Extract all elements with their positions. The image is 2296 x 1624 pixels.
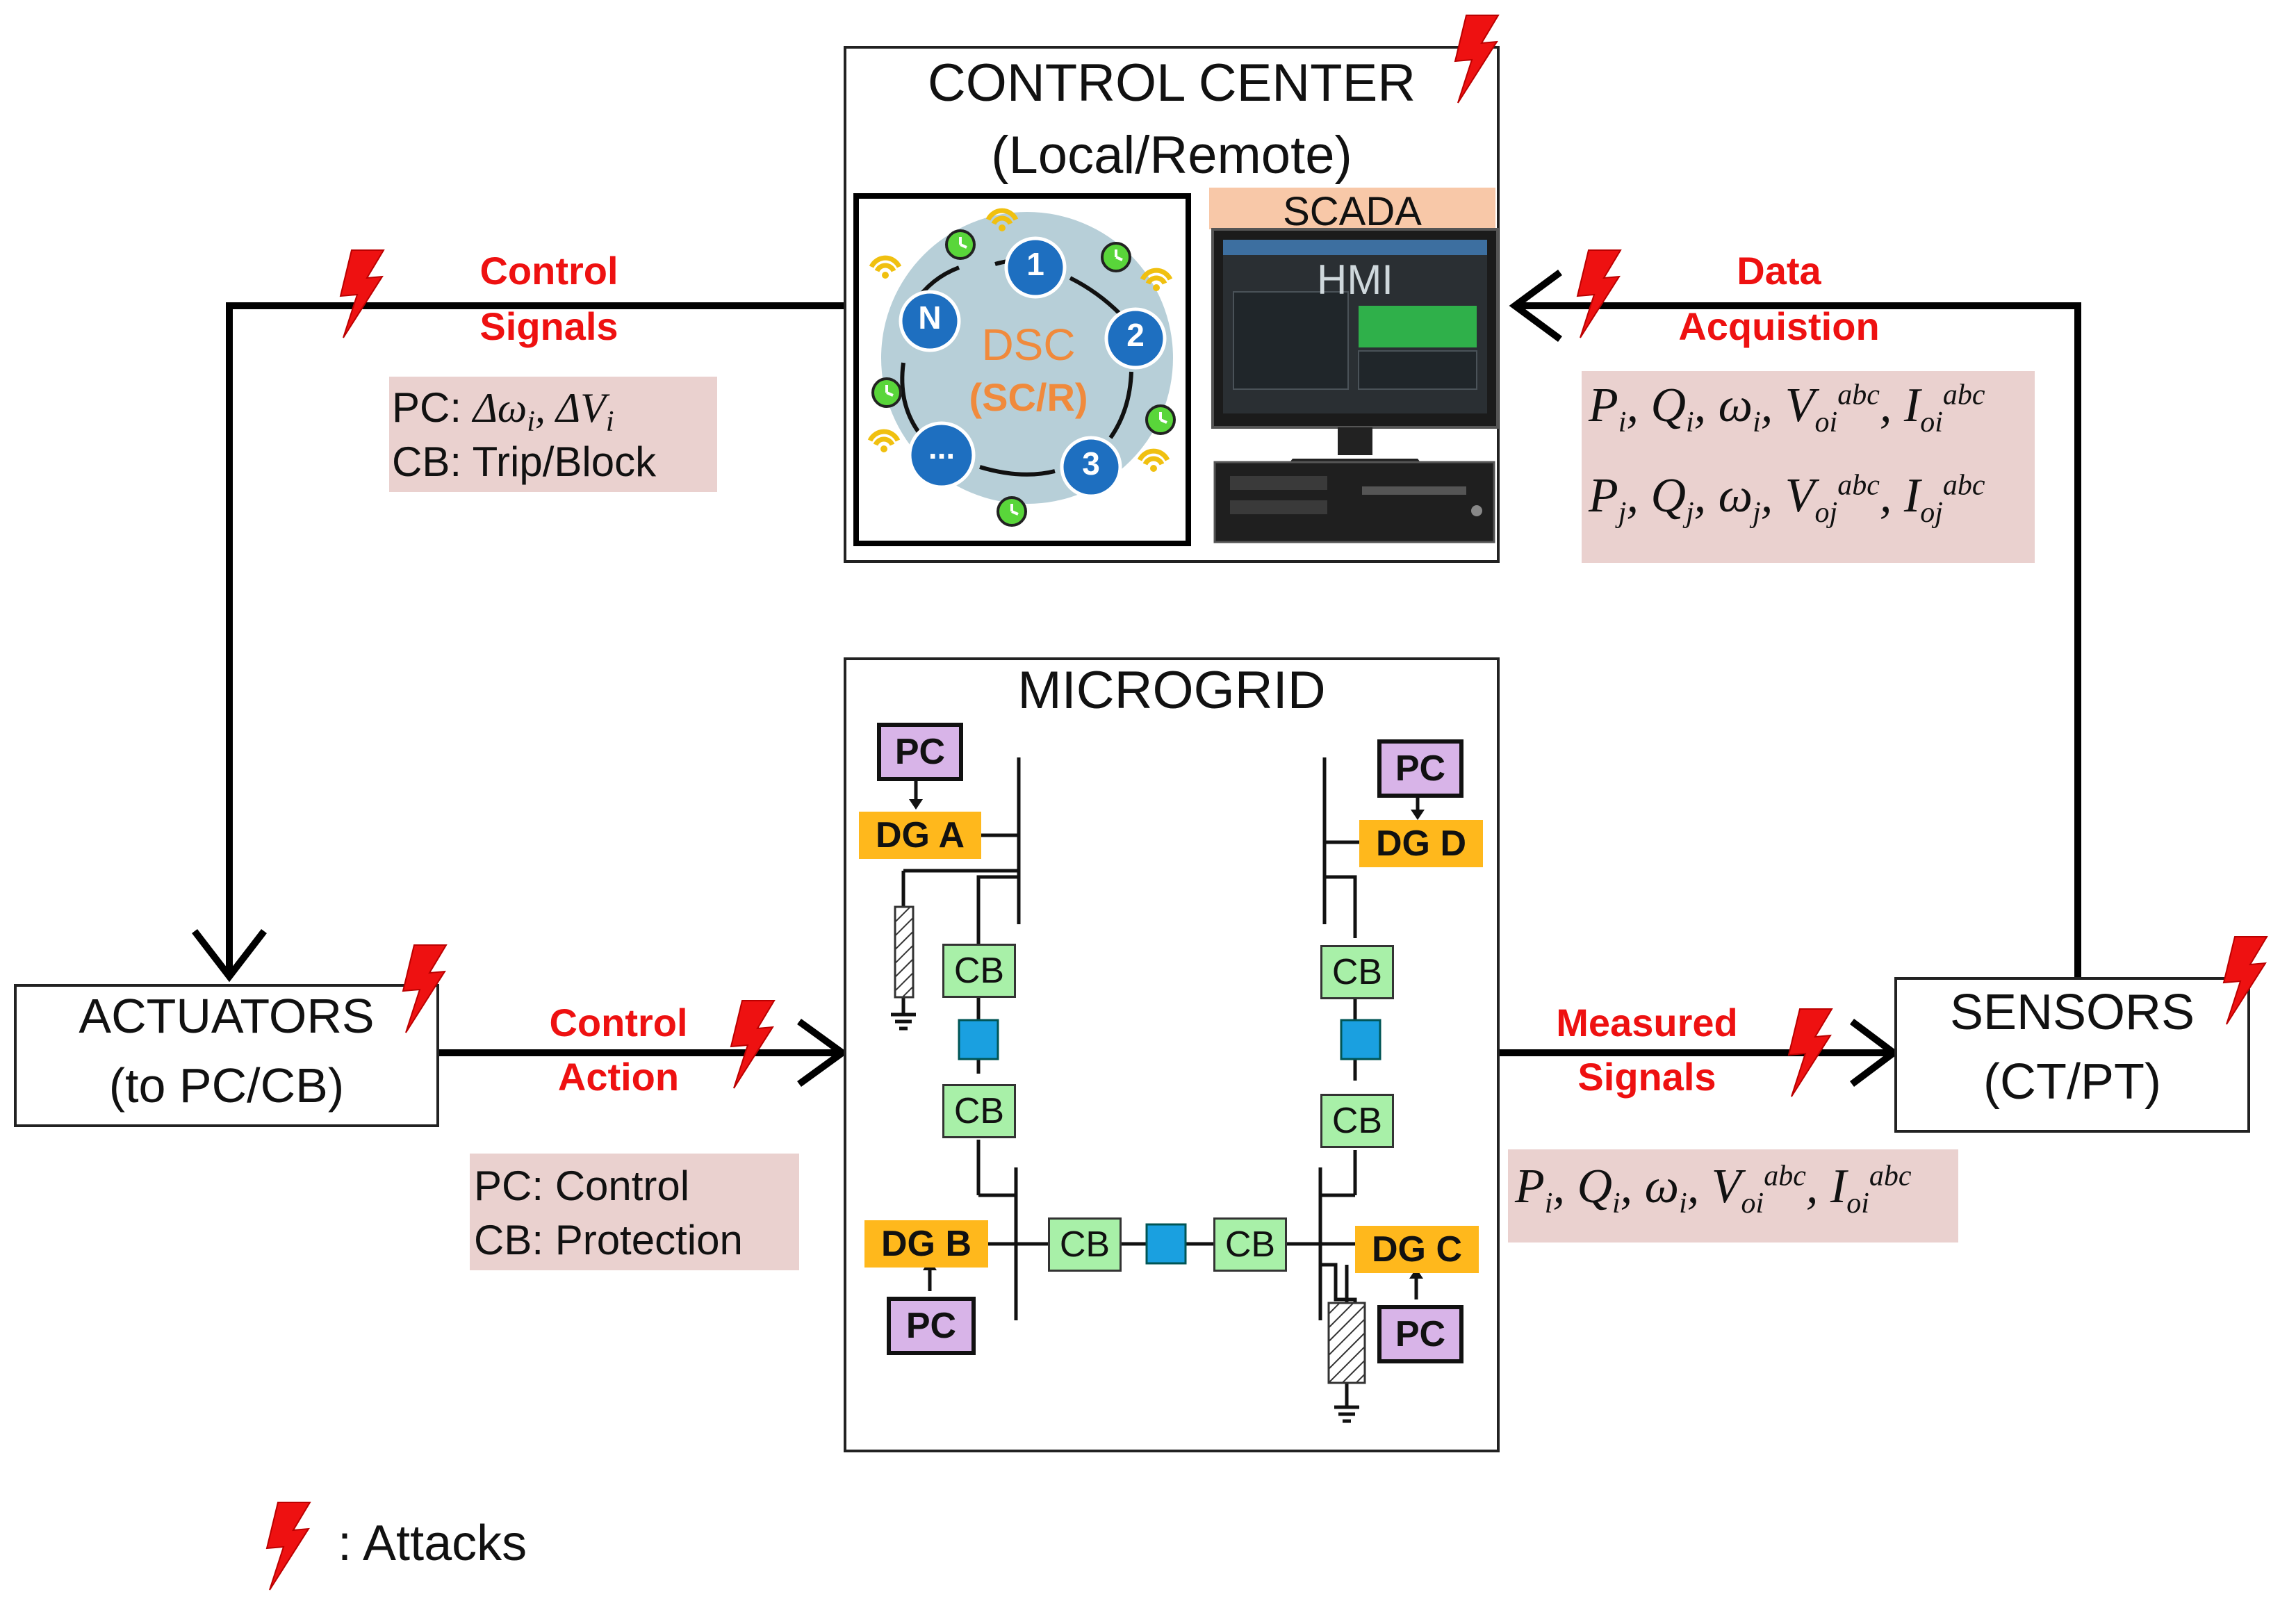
measured-signals-label-line2: Signals	[1577, 1055, 1716, 1099]
clock-icon	[945, 229, 976, 260]
data-acquisition-arrow	[1509, 269, 2081, 980]
actuators-title: ACTUATORS	[79, 989, 375, 1043]
pc-box-dg-c: PC	[1377, 1305, 1463, 1363]
pc-control: PC: Control	[474, 1163, 690, 1209]
load-icon	[1327, 1302, 1366, 1384]
control-signals-label-line1: Control	[479, 249, 618, 293]
scada-panel	[1209, 188, 1499, 543]
clock-icon	[871, 377, 902, 408]
dsc-node-3	[1060, 436, 1122, 498]
data-acquisition-info-box: Pi, Qi, ωi, Voiabc, Ioiabc Pj, Qj, ωj, V…	[1582, 371, 2035, 563]
bus-node	[1340, 1019, 1381, 1060]
dsc-label: DSC	[981, 320, 1076, 370]
dsc-node-ellipsis	[908, 421, 976, 489]
dsc-node-1	[1004, 236, 1067, 299]
dsc-sublabel: (SC/R)	[969, 375, 1088, 419]
dsc-node-2-label: 2	[1126, 317, 1145, 353]
scada-label: SCADA	[1283, 189, 1422, 234]
microgrid-title: MICROGRID	[1017, 661, 1326, 720]
dsc-node-2	[1104, 307, 1167, 370]
control-action-info-box: PC: Control CB: Protection	[470, 1154, 799, 1270]
dsc-node-n	[899, 290, 961, 352]
load-icon	[894, 905, 915, 999]
bus-node	[1145, 1223, 1187, 1265]
cb-box: CB	[1048, 1217, 1122, 1272]
scada-header	[1209, 188, 1495, 229]
monitor-icon	[1211, 228, 1499, 473]
control-action-arrow	[439, 1018, 848, 1088]
clock-icon	[1145, 404, 1176, 435]
control-action-label-line2: Action	[557, 1055, 680, 1099]
dsc-node-n-label: N	[918, 300, 942, 336]
measured-signals-info-box: Pi, Qi, ωi, Voiabc, Ioiabc	[1508, 1149, 1958, 1242]
pc-prefix: PC:	[392, 384, 462, 431]
sensors-title: SENSORS	[1949, 985, 2195, 1040]
data-acquisition-label-line1: Data	[1737, 249, 1821, 293]
dg-b-label: DG B	[864, 1220, 988, 1268]
cb-protection: CB: Protection	[474, 1217, 743, 1263]
cb-box: CB	[1213, 1217, 1287, 1272]
control-center-subtitle: (Local/Remote)	[991, 126, 1352, 185]
dg-c-label: DG C	[1355, 1226, 1479, 1273]
computer-tower-icon	[1213, 461, 1495, 543]
legend-lightning-icon	[266, 1502, 311, 1591]
legend-attacks-label: : Attacks	[338, 1516, 527, 1571]
attack-lightning-icon	[340, 249, 384, 338]
data-acquisition-equation-j: Pj, Qj, ωj, Vojabc, Iojabc	[1589, 469, 1985, 529]
dsc-node-3-label: 3	[1082, 445, 1100, 482]
sensors-box	[1894, 977, 2250, 1133]
cb-box: CB	[1320, 945, 1394, 999]
data-acquisition-equation-i: Pi, Qi, ωi, Voiabc, Ioiabc	[1589, 379, 1985, 438]
bus-node	[958, 1019, 999, 1060]
control-signals-arrow	[192, 302, 844, 983]
measured-signals-arrow	[1498, 1019, 1900, 1087]
dg-d-label: DG D	[1359, 820, 1483, 867]
cb-trip-block: CB: Trip/Block	[392, 438, 657, 485]
dsc-panel	[853, 193, 1191, 546]
measured-signals-label-line1: Measured	[1556, 1001, 1738, 1044]
measured-signals-equation: Pi, Qi, ωi, Voiabc, Ioiabc	[1515, 1160, 1912, 1220]
cb-box: CB	[942, 1084, 1016, 1138]
attack-lightning-icon	[1577, 249, 1621, 338]
dsc-node-ellipsis-label: ...	[928, 429, 956, 466]
clock-icon	[997, 496, 1027, 527]
control-action-label-line1: Control	[549, 1001, 688, 1044]
attack-lightning-icon	[730, 1000, 775, 1089]
hmi-label: HMI	[1317, 256, 1393, 303]
pc-box-dg-b: PC	[887, 1297, 976, 1355]
cb-box: CB	[1320, 1094, 1394, 1148]
data-acquisition-label-line2: Acquistion	[1678, 304, 1880, 348]
actuators-subtitle: (to PC/CB)	[108, 1058, 345, 1113]
dg-a-label: DG A	[859, 812, 981, 859]
control-signals-info-box: PC: Δωi, ΔVi CB: Trip/Block	[389, 377, 717, 492]
clock-icon	[1101, 242, 1131, 272]
cb-box: CB	[942, 944, 1016, 998]
pc-box-dg-d: PC	[1377, 739, 1463, 798]
control-signals-label-line2: Signals	[479, 304, 618, 348]
pc-box-dg-a: PC	[877, 723, 963, 781]
pc-delta-omega: Δω	[473, 385, 527, 431]
sensors-subtitle: (CT/PT)	[1983, 1054, 2161, 1110]
control-center-title: CONTROL CENTER	[927, 54, 1416, 113]
actuators-box	[14, 984, 439, 1127]
dsc-node-1-label: 1	[1026, 246, 1044, 282]
